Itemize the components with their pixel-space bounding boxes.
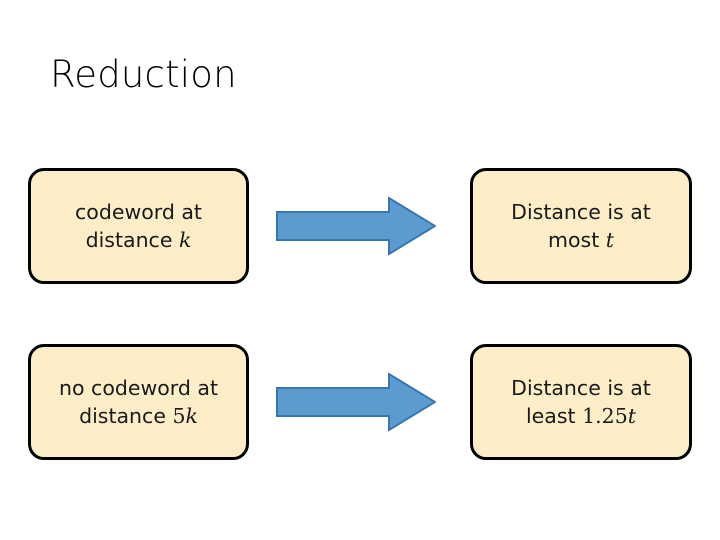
flow-arrow-right-top (276, 195, 436, 257)
arrow-right-icon (276, 196, 436, 256)
node-box-no-codeword-at-distance-5k[interactable]: no codeword at distance 5k (28, 344, 249, 460)
node-line-2-variable: k (185, 404, 198, 428)
node-line-2-variable: k (178, 228, 192, 252)
node-line-1: no codeword at (59, 375, 218, 400)
node-line-1: Distance is at (511, 199, 651, 224)
node-label: Distance is at least 1.25t (503, 374, 659, 431)
node-label: no codeword at distance 5k (51, 374, 226, 431)
node-line-2-variable: t (605, 228, 614, 252)
node-line-1: Distance is at (511, 375, 651, 400)
node-line-2-number: 5 (172, 404, 186, 428)
node-line-2-prefix: distance (79, 404, 173, 428)
node-line-2-prefix: distance (85, 228, 179, 252)
node-line-2-prefix: least (525, 404, 583, 428)
arrow-right-icon (276, 372, 436, 432)
node-line-2-prefix: most (548, 228, 606, 252)
node-box-distance-is-at-least-125t[interactable]: Distance is at least 1.25t (470, 344, 692, 460)
node-line-1: codeword at (75, 199, 202, 224)
node-line-2-variable: t (627, 404, 636, 428)
flow-arrow-right-bottom (276, 371, 436, 433)
node-box-distance-is-at-most-t[interactable]: Distance is at most t (470, 168, 692, 284)
node-label: codeword at distance k (67, 198, 210, 255)
node-box-codeword-at-distance-k[interactable]: codeword at distance k (28, 168, 249, 284)
node-label: Distance is at most t (503, 198, 659, 255)
page-title: Reduction (50, 53, 237, 96)
node-line-2-number: 1.25 (582, 404, 628, 428)
